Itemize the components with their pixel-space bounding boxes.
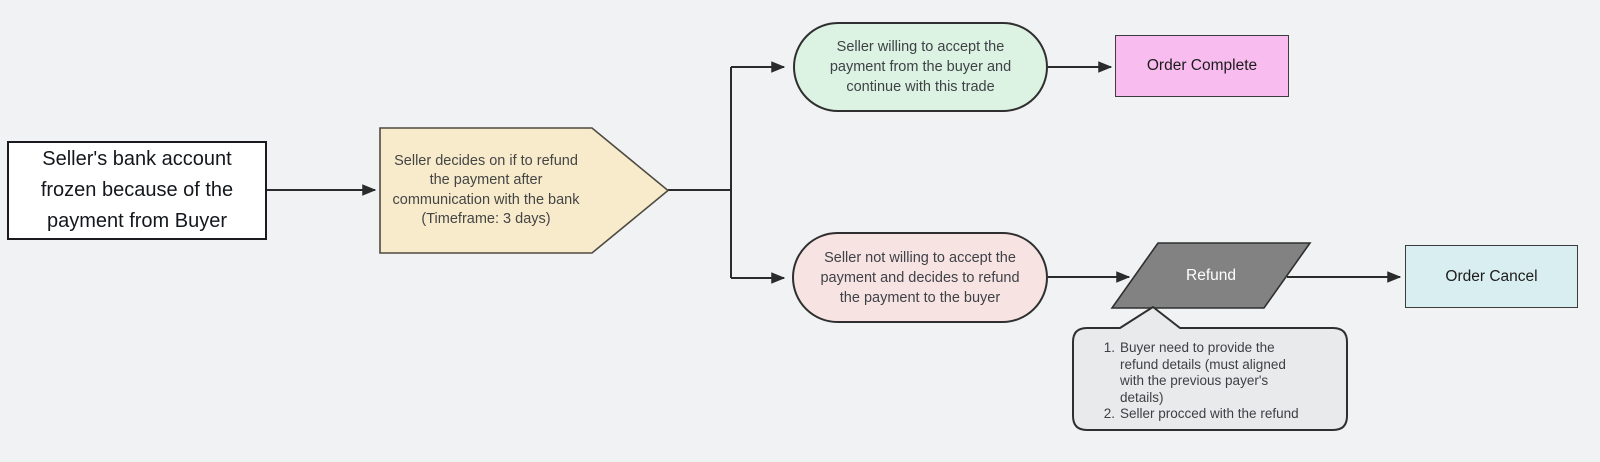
refund-note: 1. Buyer need to provide the refund deta… [1073, 328, 1347, 430]
node-decision-label: Seller decides on if to refund the payme… [392, 152, 580, 228]
node-refund: Refund [1111, 243, 1311, 308]
note-item-2-number: 2. [1103, 406, 1115, 421]
note-item-2-text: Seller procced with the refund [1120, 406, 1299, 421]
note-item-1-number: 1. [1103, 340, 1115, 355]
node-decision: Seller decides on if to refund the payme… [376, 128, 596, 253]
refund-parallelogram-shape [1110, 242, 1312, 309]
node-bank-frozen: Seller's bank account frozen because of … [7, 141, 267, 240]
decision-pentagon-shape [379, 127, 670, 254]
node-reject-label: Seller not willing to accept the payment… [820, 249, 1020, 306]
note-item-1-text: Buyer need to provide the refund details… [1120, 340, 1286, 405]
refund-note-callout-shape [1072, 306, 1348, 431]
node-accept: Seller willing to accept the payment fro… [793, 22, 1048, 112]
node-order-complete: Order Complete [1115, 35, 1289, 97]
node-order-cancel: Order Cancel [1405, 245, 1578, 308]
node-order-cancel-label: Order Cancel [1445, 267, 1538, 285]
node-order-complete-label: Order Complete [1146, 57, 1258, 74]
node-reject: Seller not willing to accept the payment… [792, 232, 1048, 323]
node-accept-label: Seller willing to accept the payment fro… [829, 39, 1012, 95]
node-bank-frozen-label: Seller's bank account frozen because of … [40, 148, 234, 232]
node-refund-label: Refund [1186, 266, 1236, 284]
